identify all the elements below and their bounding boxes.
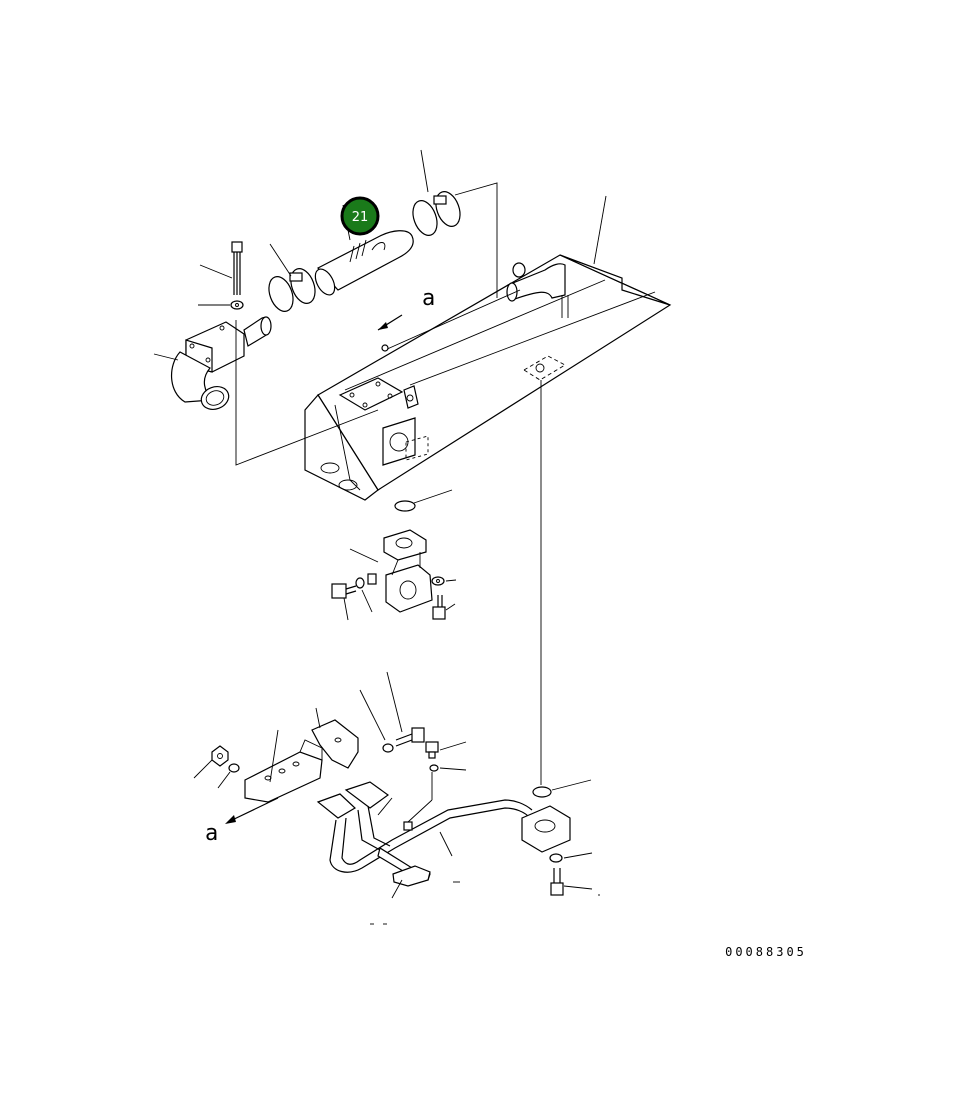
mounting-bracket [244, 739, 323, 803]
bolt-upper-left [230, 241, 244, 310]
hose-clamp-lower [268, 268, 316, 312]
view-mark-lower: a [205, 821, 218, 846]
support-plate [311, 719, 359, 769]
flange-fitting-lower-right [521, 805, 571, 853]
o-ring-mid [355, 573, 377, 589]
intake-elbow-left [170, 316, 272, 410]
washer-mid-right [431, 576, 445, 586]
flange-fitting-mid [383, 529, 433, 613]
gasket-lower [532, 786, 552, 798]
washer-lower-right [549, 853, 563, 863]
intake-hose [314, 230, 414, 296]
drawing-number: 00088305 [725, 945, 807, 959]
bolt-lower-center [395, 727, 425, 747]
housing-elbow [506, 262, 569, 318]
leader-lines [153, 149, 607, 925]
assembly-reference-lines [235, 182, 542, 785]
plug-lower [425, 741, 439, 759]
bolt-lower-right [550, 868, 564, 896]
callout-number: 21 [352, 210, 369, 225]
hose-clamp-upper [412, 191, 461, 236]
oil-tube-assembly [316, 772, 533, 881]
tube-end-fitting [392, 865, 431, 887]
view-arrow-lower: a [205, 797, 279, 846]
gasket-upper [394, 500, 416, 512]
bolt-mid-left [331, 583, 357, 599]
intake-housing [304, 254, 672, 501]
washer-lower-center [382, 743, 394, 753]
nut-lower-left [211, 745, 240, 773]
view-mark-upper: a [422, 286, 435, 311]
bolt-mid-right [432, 595, 446, 620]
o-ring-lower [429, 764, 439, 772]
view-arrow-upper: a [377, 286, 435, 331]
callout-21[interactable]: 21 [340, 196, 380, 236]
